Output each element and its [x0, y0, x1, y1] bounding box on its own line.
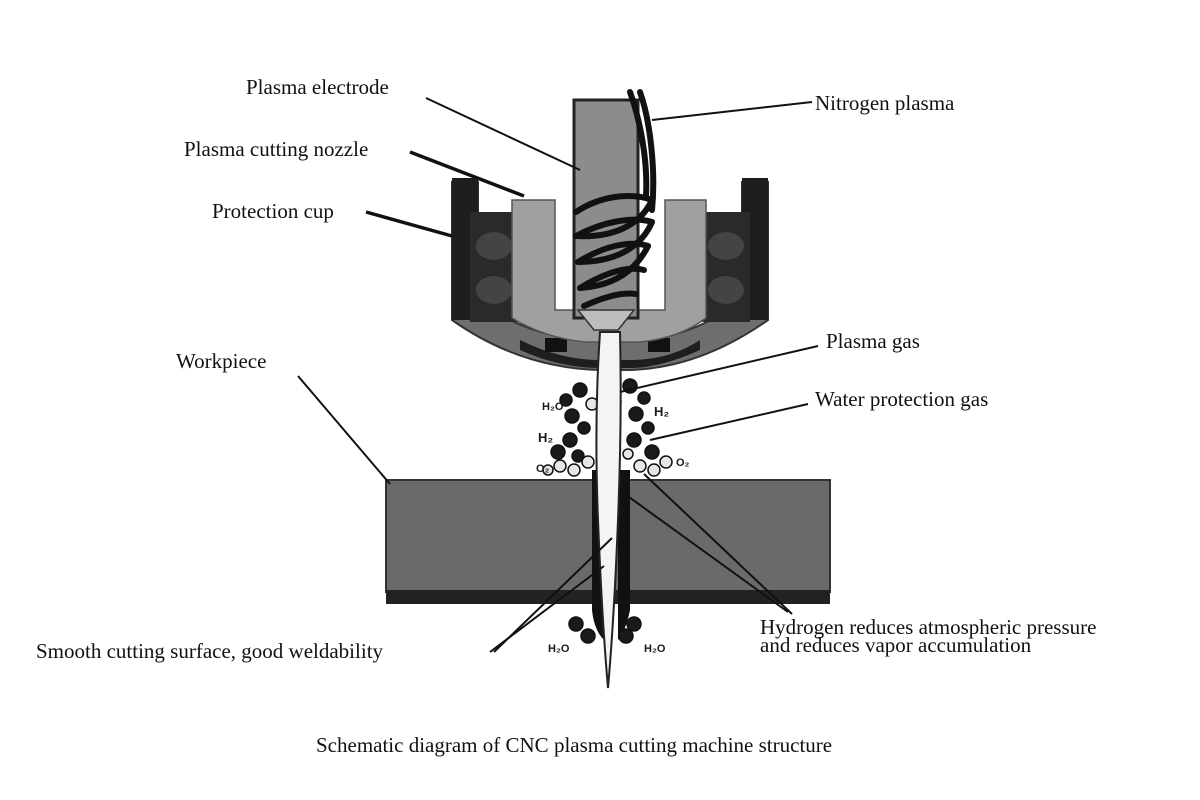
- h2o-label-lower-right: H₂O: [644, 643, 666, 655]
- label-smooth-cutting-surface: Smooth cutting surface, good weldability: [36, 639, 384, 663]
- h2-label-left: H₂: [538, 430, 553, 445]
- gas-particles: [542, 378, 673, 644]
- h2o-label-upper-left: H₂O: [542, 401, 564, 413]
- label-plasma-cutting-nozzle: Plasma cutting nozzle: [184, 137, 368, 161]
- leader-lines: [297, 97, 819, 653]
- o2-label-left: O₂: [536, 463, 550, 475]
- label-nitrogen-plasma: Nitrogen plasma: [815, 91, 955, 115]
- diagram-caption: Schematic diagram of CNC plasma cutting …: [316, 733, 832, 757]
- label-protection-cup: Protection cup: [212, 199, 334, 223]
- plasma-arc: [595, 331, 622, 689]
- label-hydrogen-line1: Hydrogen reduces atmospheric pressure: [760, 615, 1096, 639]
- nitrogen-plasma-coil: [573, 89, 657, 309]
- label-hydrogen-line2: and reduces vapor accumulation: [760, 633, 1032, 657]
- h2-label-right: H₂: [654, 404, 669, 419]
- o2-label-right: O₂: [676, 457, 690, 469]
- protection-cup: [452, 178, 768, 368]
- label-water-protection-gas: Water protection gas: [815, 387, 988, 411]
- label-workpiece: Workpiece: [176, 349, 266, 373]
- label-plasma-electrode: Plasma electrode: [246, 75, 389, 99]
- h2o-label-lower-left: H₂O: [548, 643, 570, 655]
- label-plasma-gas: Plasma gas: [826, 329, 920, 353]
